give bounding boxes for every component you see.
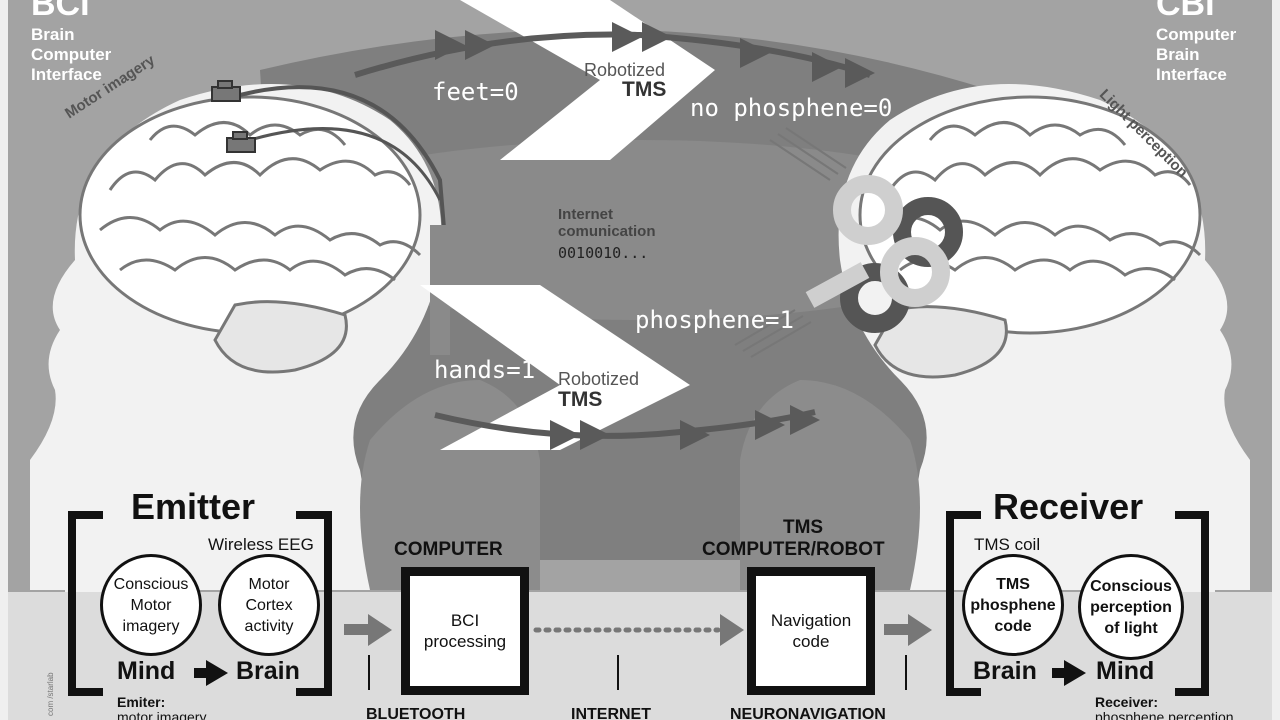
bottom-robotized-label: Robotized bbox=[558, 369, 640, 389]
top-tms-label: TMS bbox=[622, 78, 667, 101]
circle-line: code bbox=[994, 617, 1032, 635]
cbi-line3: Interface bbox=[1156, 65, 1227, 84]
receiver-caption2: phosphene perception bbox=[1095, 709, 1234, 720]
emitter-caption2: motor imagery bbox=[117, 709, 207, 720]
conscious-perception-circle: Conscious perception of light bbox=[1078, 554, 1184, 660]
bottom-tms-label: TMS bbox=[558, 388, 603, 411]
circle-line: perception bbox=[1090, 598, 1172, 616]
receiver-brain-label: Brain bbox=[973, 657, 1037, 685]
circle-line: Conscious bbox=[113, 575, 189, 593]
computer-title: COMPUTER bbox=[394, 539, 503, 560]
internet-line2: comunication bbox=[558, 223, 656, 240]
internet-bits: 0010010... bbox=[558, 244, 649, 262]
tms-coil-label: TMS coil bbox=[974, 535, 1041, 554]
phosphene-label: phosphene=1 bbox=[635, 306, 794, 334]
emitter-bracket-right bbox=[296, 511, 332, 696]
bci-line1: Brain bbox=[31, 25, 75, 44]
box-line: code bbox=[792, 632, 830, 651]
bci-line3: Interface bbox=[31, 65, 102, 84]
tms-computer-title1: TMS bbox=[783, 517, 824, 538]
receiver-caption1: Receiver: bbox=[1095, 694, 1159, 710]
emitter-bracket-left bbox=[68, 511, 103, 696]
bottom-zigzag bbox=[420, 285, 690, 450]
no-phosphene-label: no phosphene=0 bbox=[690, 94, 893, 122]
wireless-eeg-label: Wireless EEG bbox=[208, 535, 314, 554]
top-robotized-label: Robotized bbox=[584, 60, 666, 80]
emitter-mind-label: Mind bbox=[117, 657, 176, 685]
circle-line: Cortex bbox=[245, 596, 293, 614]
eeg-electrode-icon bbox=[211, 80, 256, 153]
receiver-title: Receiver bbox=[993, 486, 1144, 527]
box-line: BCI bbox=[450, 611, 480, 630]
cbi-abbr: CBI bbox=[1156, 0, 1215, 23]
bci-abbr: BCI bbox=[31, 0, 90, 23]
circle-line: imagery bbox=[122, 617, 180, 635]
credit-text: com /starlab bbox=[46, 672, 55, 716]
circle-line: activity bbox=[244, 617, 294, 635]
circle-line: TMS bbox=[996, 575, 1030, 593]
emitter-caption1: Emiter: bbox=[117, 694, 166, 710]
navigation-code-box: Navigation code bbox=[747, 567, 875, 695]
cbi-line1: Computer bbox=[1156, 25, 1237, 44]
internet-link-label: INTERNET bbox=[571, 706, 651, 720]
arrow-right-icon bbox=[194, 660, 1086, 686]
circle-line: Motor bbox=[248, 575, 290, 593]
receiver-bracket-right bbox=[1175, 511, 1209, 696]
circle-line: Conscious bbox=[1090, 577, 1172, 595]
tms-computer-title2: COMPUTER/ROBOT bbox=[702, 539, 885, 560]
neuronavigation-label: NEURONAVIGATION bbox=[730, 706, 886, 720]
bci-processing-box: BCI processing bbox=[401, 567, 529, 695]
box-line: processing bbox=[423, 632, 507, 651]
bci-line2: Computer bbox=[31, 45, 112, 64]
tms-coil-icon bbox=[805, 175, 963, 333]
box-line: Navigation bbox=[770, 611, 852, 630]
hands-code-label: hands=1 bbox=[434, 356, 536, 384]
internet-line1: Internet bbox=[558, 206, 614, 223]
cbi-line2: Brain bbox=[1156, 45, 1200, 64]
feet-code-label: feet=0 bbox=[432, 78, 519, 106]
bluetooth-label: BLUETOOTH bbox=[366, 706, 466, 720]
tms-phosphene-code-circle: TMS phosphene code bbox=[962, 554, 1064, 656]
emitter-title: Emitter bbox=[131, 486, 256, 527]
circle-line: of light bbox=[1104, 619, 1158, 637]
circle-line: phosphene bbox=[970, 596, 1056, 614]
circle-line: Motor bbox=[130, 596, 172, 614]
left-brain bbox=[78, 95, 422, 374]
emitter-brain-label: Brain bbox=[236, 657, 300, 685]
receiver-bracket-left bbox=[946, 511, 981, 696]
receiver-mind-label: Mind bbox=[1096, 657, 1155, 685]
